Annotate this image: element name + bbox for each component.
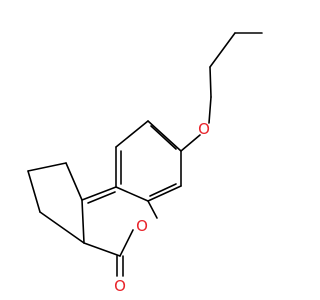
- bond: [87, 191, 116, 204]
- ether-oxygen-label: O: [198, 120, 210, 138]
- bond: [81, 186, 117, 201]
- structure-canvas: O O O: [27, 32, 263, 295]
- bond: [119, 229, 134, 257]
- bond: [65, 162, 83, 201]
- bond: [147, 120, 182, 152]
- ring-oxygen-label: O: [136, 217, 148, 235]
- bond: [115, 120, 149, 148]
- bond: [27, 170, 41, 213]
- bond: [83, 242, 121, 257]
- bond: [147, 185, 182, 202]
- carbonyl-oxygen-label: O: [114, 277, 126, 295]
- bond: [39, 211, 85, 244]
- bond: [208, 96, 212, 124]
- bond: [81, 199, 85, 244]
- bond: [147, 200, 158, 219]
- bond: [209, 66, 212, 98]
- structure-diagram: O O O: [27, 32, 263, 295]
- bond: [115, 186, 149, 202]
- bond: [149, 183, 177, 197]
- bond: [209, 32, 236, 68]
- bond: [27, 162, 67, 172]
- bond: [180, 134, 201, 152]
- bond: [150, 125, 177, 150]
